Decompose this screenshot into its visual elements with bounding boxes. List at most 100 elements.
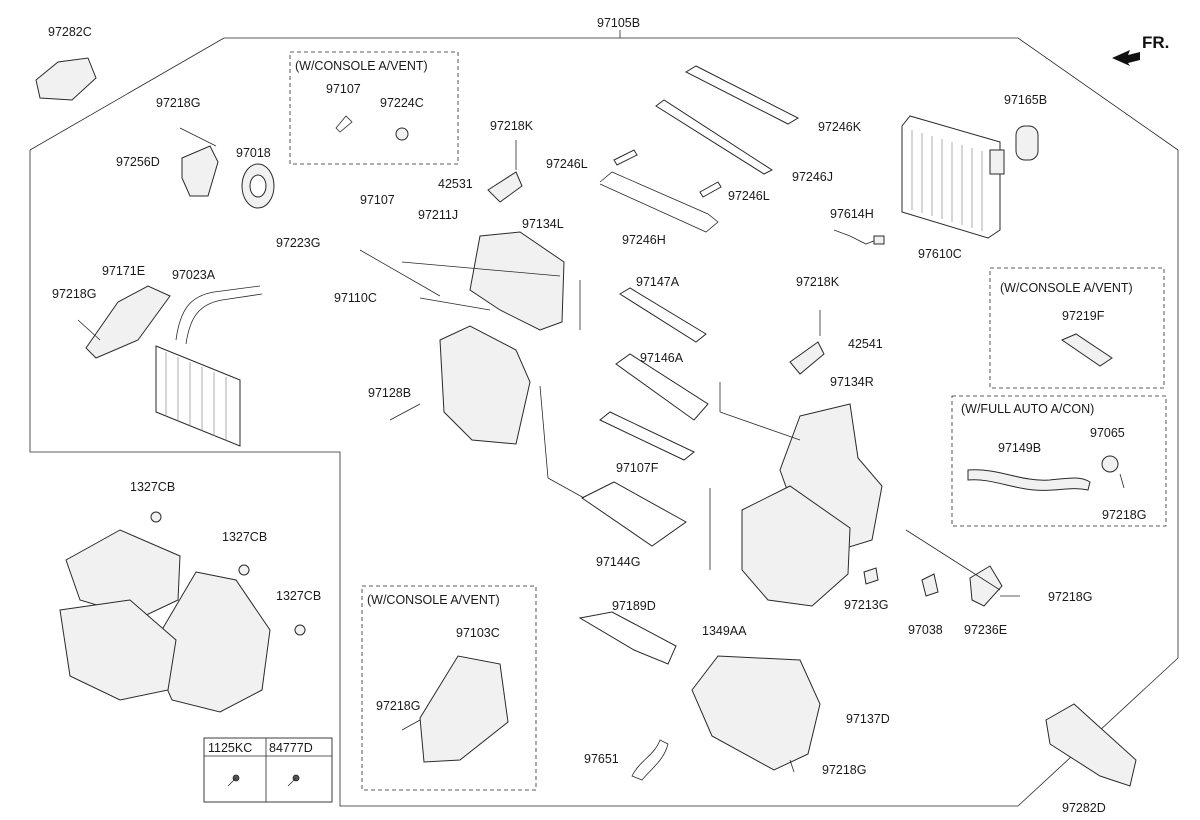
label-97107F: 97107F	[616, 461, 659, 475]
part-97144G-door	[581, 481, 687, 547]
part-97246J-seal	[655, 99, 774, 175]
label-97065: 97065	[1090, 426, 1125, 440]
assembly-outline	[29, 30, 1179, 807]
part-97610C-evaporator	[901, 115, 1005, 239]
part-97256D-actuator	[181, 145, 219, 197]
part-97236E-actuator	[969, 565, 1003, 607]
label-97134R: 97134R	[830, 375, 874, 389]
label-97610C: 97610C	[918, 247, 962, 261]
label-97218G-a: 97218G	[156, 96, 200, 110]
part-97282C-duct	[35, 57, 97, 101]
group-label-console-vent-bottom: (W/CONSOLE A/VENT)	[367, 593, 500, 607]
label-97246H: 97246H	[622, 233, 666, 247]
group-label-console-vent-top: (W/CONSOLE A/VENT)	[295, 59, 428, 73]
label-97189D: 97189D	[612, 599, 656, 613]
part-97038-lever	[921, 573, 939, 597]
part-97246L-seal-a	[613, 149, 638, 166]
label-97246K: 97246K	[818, 120, 862, 134]
group-box-console-vent-top	[289, 51, 459, 165]
label-97236E: 97236E	[964, 623, 1007, 637]
part-97246L-seal-b	[699, 181, 722, 198]
label-97218G-b: 97218G	[52, 287, 96, 301]
group-box-console-vent-right	[989, 267, 1165, 389]
part-42531-bracket	[487, 171, 523, 203]
label-97171E: 97171E	[102, 264, 145, 278]
label-97218G-e: 97218G	[376, 699, 420, 713]
label-97213G: 97213G	[844, 598, 888, 612]
label-97282C: 97282C	[48, 25, 92, 39]
part-97147A-door	[619, 287, 707, 343]
label-1349AA: 1349AA	[702, 624, 747, 638]
group-box-console-vent-bottom	[361, 585, 537, 791]
label-97165B: 97165B	[1004, 93, 1047, 107]
label-97023A: 97023A	[172, 268, 216, 282]
label-97246L-a: 97246L	[546, 157, 588, 171]
part-97137D-lower-case	[691, 655, 821, 771]
label-42541: 42541	[848, 337, 883, 351]
label-97105B: 97105B	[597, 16, 640, 30]
label-97137D: 97137D	[846, 712, 890, 726]
label-97256D: 97256D	[116, 155, 160, 169]
label-97211J: 97211J	[418, 208, 458, 222]
group-box-full-auto	[951, 395, 1167, 527]
label-97107-a: 97107	[326, 82, 361, 96]
label-97218K-a: 97218K	[490, 119, 534, 133]
fastener-table	[203, 737, 333, 803]
part-97107F-filter	[599, 411, 695, 461]
label-97144G: 97144G	[596, 555, 640, 569]
label-97614H: 97614H	[830, 207, 874, 221]
label-97107-b: 97107	[360, 193, 395, 207]
part-97246K-seal	[684, 65, 800, 125]
label-97218G-d: 97218G	[1048, 590, 1092, 604]
label-1327CB-c: 1327CB	[276, 589, 321, 603]
part-1327CB-grommet-a	[150, 511, 162, 523]
label-97218G-c: 97218G	[1102, 508, 1146, 522]
label-97223G: 97223G	[276, 236, 320, 250]
part-97246H-seal	[599, 171, 719, 233]
part-97065-sensor	[1101, 455, 1119, 473]
label-97146A: 97146A	[640, 351, 684, 365]
label-97282D: 97282D	[1062, 801, 1106, 815]
part-97134L-left-case	[439, 231, 565, 445]
label-97147A: 97147A	[636, 275, 680, 289]
part-97165B-grommet	[1015, 125, 1039, 161]
part-97219F-vent-actuator	[1060, 333, 1113, 367]
part-97224C-clip	[395, 127, 409, 141]
fastener-84777D: 84777D	[269, 741, 313, 755]
part-1327CB-grommet-b	[238, 564, 250, 576]
label-1327CB-a: 1327CB	[130, 480, 175, 494]
front-direction-arrow	[1112, 50, 1140, 66]
group-label-full-auto: (W/FULL AUTO A/CON)	[961, 402, 1094, 416]
part-full-hvac-assembly	[59, 529, 271, 713]
label-97038: 97038	[908, 623, 943, 637]
label-97110C: 97110C	[334, 291, 377, 305]
label-97218K-b: 97218K	[796, 275, 840, 289]
part-42541-bracket	[789, 341, 825, 375]
label-97246L-b: 97246L	[728, 189, 770, 203]
part-1327CB-grommet-c	[294, 624, 306, 636]
label-97103C: 97103C	[456, 626, 500, 640]
front-label: FR.	[1142, 33, 1169, 52]
part-97023A-heater-core	[155, 285, 263, 447]
part-97103C-duct	[419, 655, 509, 763]
part-97146A-door	[615, 353, 709, 421]
label-97218G-f: 97218G	[822, 763, 866, 777]
part-97614H-sensor	[833, 229, 877, 245]
part-97651-hose	[631, 739, 669, 781]
part-97213G-clip	[863, 567, 879, 585]
fastener-1125KC: 1125KC	[208, 741, 252, 755]
part-97171E-bracket	[85, 285, 171, 359]
label-97651: 97651	[584, 752, 619, 766]
part-97107-link-top	[335, 115, 353, 133]
label-97219F: 97219F	[1062, 309, 1105, 323]
part-97134R-right-case	[741, 403, 883, 607]
label-97246J: 97246J	[792, 170, 833, 184]
part-97189D-bracket	[578, 611, 677, 665]
label-97018: 97018	[236, 146, 271, 160]
label-97224C: 97224C	[380, 96, 424, 110]
label-97149B: 97149B	[998, 441, 1041, 455]
label-97128B: 97128B	[368, 386, 411, 400]
label-97134L: 97134L	[522, 217, 564, 231]
label-42531: 42531	[438, 177, 473, 191]
